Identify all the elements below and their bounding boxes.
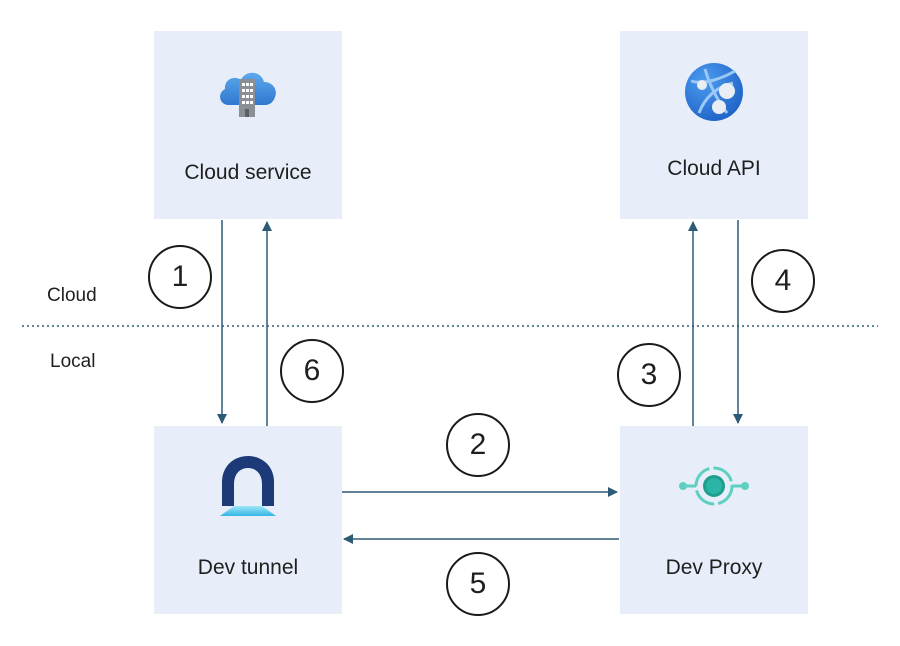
zone-label-local: Local bbox=[50, 351, 96, 372]
step-badge-5: 5 bbox=[446, 552, 510, 616]
web-globe-icon bbox=[685, 63, 743, 121]
node-cloud-api: Cloud API bbox=[620, 31, 808, 219]
cloud-building-icon bbox=[220, 72, 276, 117]
node-dev-tunnel: Dev tunnel bbox=[154, 426, 342, 614]
node-label: Dev tunnel bbox=[197, 556, 299, 579]
proxy-node-icon bbox=[679, 466, 749, 506]
tunnel-icon bbox=[220, 456, 276, 516]
step-badge-1: 1 bbox=[148, 245, 212, 309]
step-badge-2: 2 bbox=[446, 413, 510, 477]
zone-label-cloud: Cloud bbox=[47, 285, 97, 306]
step-badge-4: 4 bbox=[751, 249, 815, 313]
node-label: Cloud API bbox=[667, 157, 761, 180]
step-badge-3: 3 bbox=[617, 343, 681, 407]
node-dev-proxy: Dev Proxy bbox=[620, 426, 808, 614]
node-label: Dev Proxy bbox=[665, 556, 763, 579]
node-label: Cloud service bbox=[184, 161, 312, 184]
node-cloud-service: Cloud service bbox=[154, 31, 342, 219]
step-badge-6: 6 bbox=[280, 339, 344, 403]
